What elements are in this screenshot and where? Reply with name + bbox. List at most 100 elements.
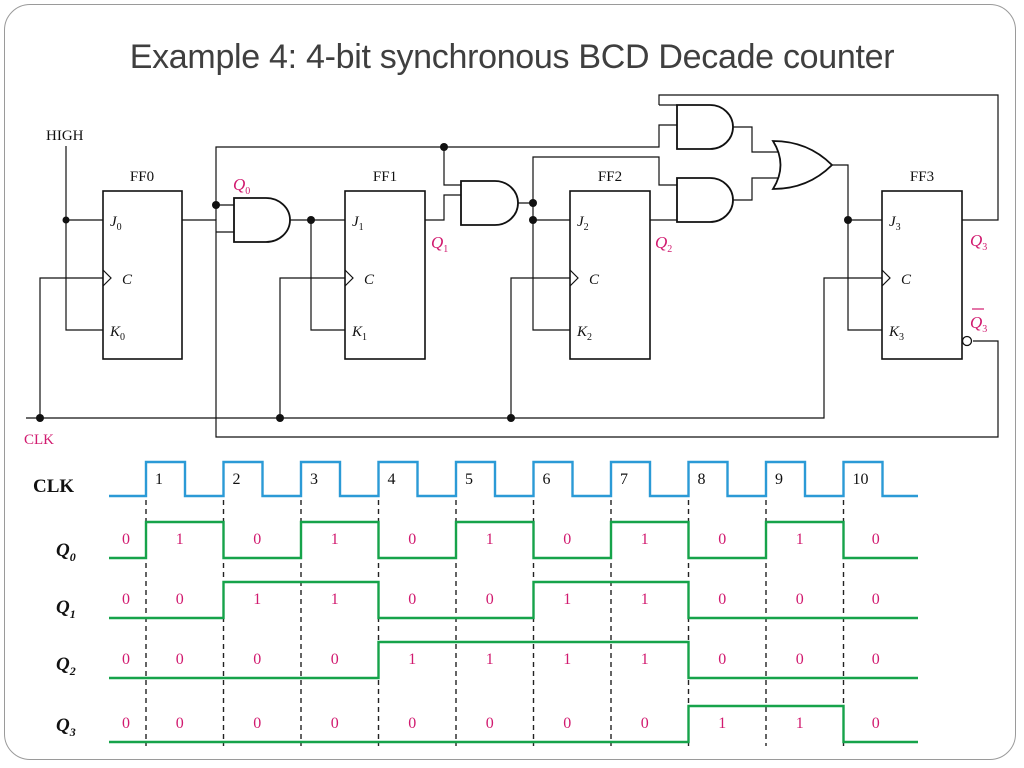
q0-bit-1: 1 bbox=[176, 531, 184, 548]
q3-wave bbox=[109, 704, 918, 744]
q1-bit-9: 0 bbox=[796, 591, 804, 608]
q0-bit-2: 0 bbox=[253, 531, 261, 548]
pulse-number-2: 2 bbox=[233, 471, 241, 488]
or-input-wires bbox=[733, 126, 778, 201]
clk-label: CLK bbox=[24, 432, 54, 448]
q0-wire bbox=[182, 219, 999, 438]
ff2-box bbox=[569, 190, 651, 360]
q2-bit-7: 1 bbox=[641, 651, 649, 668]
slide-frame bbox=[4, 4, 1016, 760]
q1-bit-4: 0 bbox=[408, 591, 416, 608]
q2-bit-6: 1 bbox=[563, 651, 571, 668]
q2-bit-8: 0 bbox=[718, 651, 726, 668]
q2-bit-4: 1 bbox=[408, 651, 416, 668]
q1-bit-3: 1 bbox=[331, 591, 339, 608]
high-wire bbox=[65, 146, 103, 331]
or-gate bbox=[771, 140, 834, 190]
q0-bit-0: 0 bbox=[122, 531, 130, 548]
timing-q0-label: Q0 bbox=[56, 540, 76, 564]
q3-bit-1: 0 bbox=[176, 715, 184, 732]
ff3-c-label: C bbox=[901, 272, 912, 288]
and-gate-4 bbox=[676, 177, 734, 223]
ff0-clock-triangle bbox=[102, 269, 112, 287]
junction-j3 bbox=[844, 216, 852, 224]
q2-bit-9: 0 bbox=[796, 651, 804, 668]
junction-clk0 bbox=[36, 414, 44, 422]
ff2-j-label: J2 bbox=[577, 214, 589, 233]
ff0-name: FF0 bbox=[130, 169, 154, 185]
q3-bit-3: 0 bbox=[331, 715, 339, 732]
and1-out-wire bbox=[290, 219, 345, 331]
junction-j2 bbox=[529, 216, 537, 224]
or-out-wire bbox=[832, 164, 882, 331]
q0-bit-9: 1 bbox=[796, 531, 804, 548]
and-gate-1 bbox=[233, 197, 291, 243]
ff1-j-label: J1 bbox=[352, 214, 364, 233]
q3-bit-6: 0 bbox=[563, 715, 571, 732]
q0-bit-3: 1 bbox=[331, 531, 339, 548]
q3-bit-7: 0 bbox=[641, 715, 649, 732]
ff3-j-label: J3 bbox=[889, 214, 901, 233]
ff3-clock-triangle bbox=[881, 269, 891, 287]
q1-bit-1: 0 bbox=[176, 591, 184, 608]
q3-feedback-wire bbox=[658, 94, 999, 221]
q1-bit-0: 0 bbox=[122, 591, 130, 608]
ff3-box bbox=[881, 190, 963, 360]
pulse-number-4: 4 bbox=[388, 471, 396, 488]
ff1-k-label: K1 bbox=[351, 324, 367, 343]
ff0-box bbox=[102, 190, 183, 360]
high-label: HIGH bbox=[46, 128, 84, 144]
q3-bit-0: 0 bbox=[122, 715, 130, 732]
pulse-number-10: 10 bbox=[853, 471, 869, 488]
ff2-name: FF2 bbox=[598, 169, 622, 185]
junction-q0-bus bbox=[440, 143, 448, 151]
q2-bit-10: 0 bbox=[872, 651, 880, 668]
q2-bit-5: 1 bbox=[486, 651, 494, 668]
q1-bit-5: 0 bbox=[486, 591, 494, 608]
junction-and2 bbox=[529, 199, 537, 207]
q0-label: Q0 bbox=[233, 175, 250, 197]
q1-wave bbox=[109, 580, 918, 620]
timing-q3-label: Q3 bbox=[56, 715, 76, 739]
clk-ff2 bbox=[510, 277, 570, 418]
ff0-k-label: K0 bbox=[109, 324, 125, 343]
clk-wave bbox=[109, 460, 918, 498]
ff1-box bbox=[344, 190, 426, 360]
q0-bus bbox=[443, 124, 677, 186]
q1-bit-8: 0 bbox=[718, 591, 726, 608]
logic-circuit: HIGH CLK FF0 FF1 FF2 FF3 J0 C K0 J1 C bbox=[24, 94, 999, 448]
junction-q0 bbox=[212, 201, 220, 209]
q0-bit-5: 1 bbox=[486, 531, 494, 548]
q0-wave bbox=[109, 520, 918, 560]
q1-bit-10: 0 bbox=[872, 591, 880, 608]
and2-out-wire bbox=[518, 156, 677, 331]
pulse-number-6: 6 bbox=[543, 471, 551, 488]
ff1-name: FF1 bbox=[373, 169, 397, 185]
q1-label: Q1 bbox=[431, 233, 448, 255]
pulse-number-1: 1 bbox=[155, 471, 163, 488]
q2-bit-1: 0 bbox=[176, 651, 184, 668]
and-gate-3 bbox=[676, 104, 734, 150]
q0-bit-10: 0 bbox=[872, 531, 880, 548]
clk-ff1 bbox=[279, 277, 345, 418]
ff0-j-label: J0 bbox=[110, 214, 122, 233]
clk-ff0 bbox=[39, 277, 103, 418]
q3-bit-2: 0 bbox=[253, 715, 261, 732]
timing-q1-label: Q1 bbox=[56, 597, 76, 621]
timing-clk-label: CLK bbox=[33, 476, 74, 497]
q0-bit-7: 1 bbox=[641, 531, 649, 548]
junction-clk1 bbox=[276, 414, 284, 422]
and-gate-2 bbox=[460, 180, 519, 226]
junction-clk2 bbox=[507, 414, 515, 422]
ff1-c-label: C bbox=[364, 272, 375, 288]
q2-bit-2: 0 bbox=[253, 651, 261, 668]
ff3-k-label: K3 bbox=[888, 324, 904, 343]
q1-bit-7: 1 bbox=[641, 591, 649, 608]
junction-high bbox=[62, 216, 70, 224]
q3bar-label: Q3 bbox=[970, 313, 987, 335]
q3-bit-9: 1 bbox=[796, 715, 804, 732]
ff1-clock-triangle bbox=[344, 269, 354, 287]
